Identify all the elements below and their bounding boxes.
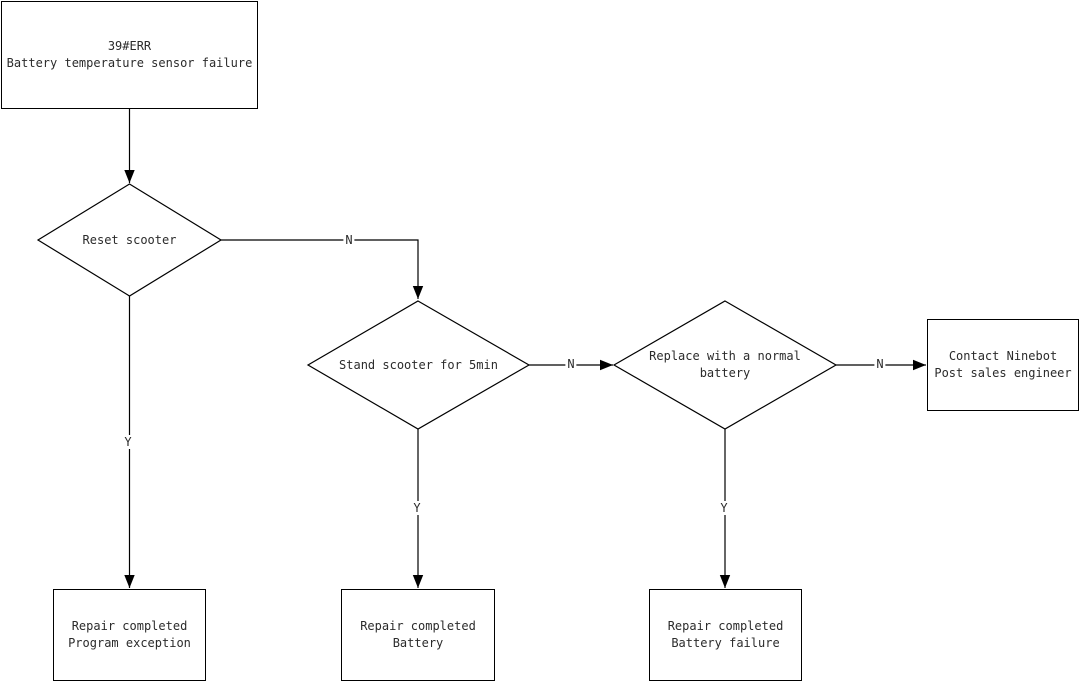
node-contact-ninebot-line2: Post sales engineer <box>934 366 1072 380</box>
node-replace-battery: Replace with a normal battery <box>614 301 836 429</box>
node-contact-ninebot-line1: Contact Ninebot <box>948 349 1058 363</box>
edge-label-reset-yes: Y <box>122 435 134 449</box>
edge-label-stand-no: N <box>565 357 577 371</box>
node-replace-battery-label-line2: battery <box>699 366 751 380</box>
node-reset-scooter: Reset scooter <box>38 184 221 296</box>
node-stand-scooter-label: Stand scooter for 5min <box>339 357 498 372</box>
node-repair-battery-line2: Battery <box>392 636 444 650</box>
edge-label-stand-yes: Y <box>411 501 423 515</box>
node-contact-ninebot: Contact Ninebot Post sales engineer <box>927 319 1079 411</box>
node-error-start: 39#ERR Battery temperature sensor failur… <box>1 1 258 109</box>
node-repair-battery-failure-line2: Battery failure <box>671 636 780 650</box>
node-error-description: Battery temperature sensor failure <box>6 56 253 70</box>
edge-label-reset-no: N <box>343 233 355 247</box>
node-repair-battery: Repair completed Battery <box>341 589 495 681</box>
edge-label-replace-no: N <box>874 357 886 371</box>
node-reset-scooter-label: Reset scooter <box>82 232 177 247</box>
edge-reset-no-line <box>221 239 424 299</box>
edge-label-replace-yes: Y <box>718 501 730 515</box>
node-replace-battery-label-line1: Replace with a normal <box>649 349 801 363</box>
node-stand-scooter: Stand scooter for 5min <box>308 301 529 429</box>
node-repair-battery-failure: Repair completed Battery failure <box>649 589 802 681</box>
node-repair-program-exception: Repair completed Program exception <box>53 589 206 681</box>
node-repair-program-line1: Repair completed <box>71 619 188 633</box>
node-repair-battery-line1: Repair completed <box>360 619 476 633</box>
node-repair-battery-failure-line1: Repair completed <box>667 619 784 633</box>
node-repair-program-line2: Program exception <box>68 636 191 650</box>
node-error-code: 39#ERR <box>107 39 152 53</box>
